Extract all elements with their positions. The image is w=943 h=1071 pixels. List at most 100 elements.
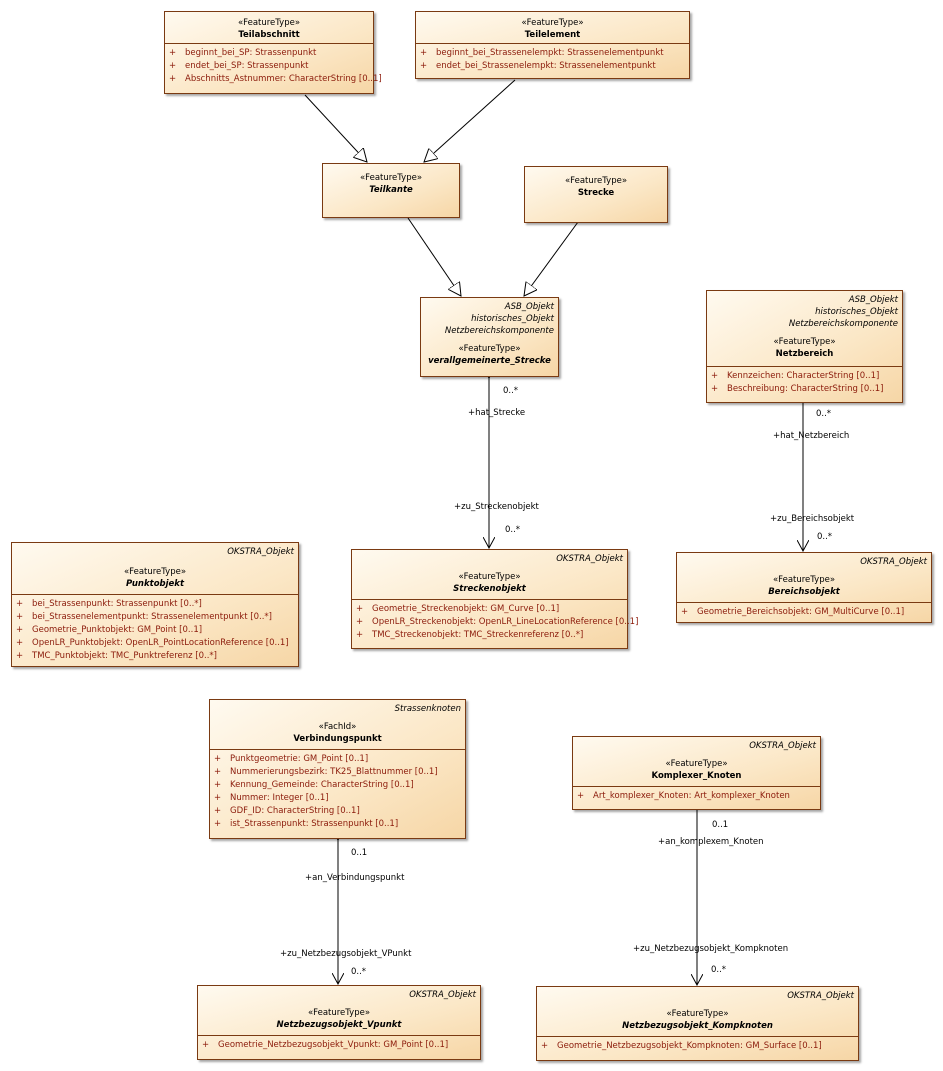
class-strecke[interactable]: «FeatureType» Strecke	[524, 166, 668, 223]
stereotype-label: «FeatureType»	[458, 572, 521, 582]
class-header: Strassenknoten «FachId» Verbindungspunkt	[210, 700, 465, 747]
class-verbindungspunkt[interactable]: Strassenknoten «FachId» Verbindungspunkt…	[209, 699, 466, 839]
class-verallgemeinerte-strecke[interactable]: ASB_Objekt historisches_Objekt Netzberei…	[420, 297, 559, 377]
class-teilkante[interactable]: «FeatureType» Teilkante	[322, 163, 460, 218]
generalization-teilabschnitt-teilkante	[304, 94, 367, 162]
tagged-value: Netzbereichskomponente	[788, 319, 898, 329]
generalization-teilelement-teilkante	[424, 79, 516, 162]
stereotype-label: «FeatureType»	[564, 176, 628, 186]
attribute-row: +Geometrie_Punktobjekt: GM_Point [0..1]	[16, 625, 203, 635]
attribute-list: +Geometrie_Netzbezugsobjekt_Vpunkt: GM_P…	[198, 1035, 480, 1056]
multiplicity-label: 0..*	[503, 386, 519, 396]
generalization-strecke-verallgemeinerte	[524, 221, 579, 296]
class-name: Teilelement	[524, 30, 581, 40]
class-name: Teilkante	[369, 185, 413, 195]
class-punktobjekt[interactable]: OKSTRA_Objekt «FeatureType» Punktobjekt …	[11, 542, 299, 667]
class-name: verallgemeinerte_Strecke	[428, 356, 551, 366]
class-header: OKSTRA_Objekt «FeatureType» Netzbezugsob…	[537, 987, 858, 1034]
class-netzbereich[interactable]: ASB_Objekt historisches_Objekt Netzberei…	[706, 290, 903, 403]
stereotype-label: «FeatureType»	[307, 1008, 371, 1018]
multiplicity-label: 0..1	[351, 848, 368, 858]
tagged-value: OKSTRA_Objekt	[227, 547, 294, 557]
class-header: «FeatureType» Teilkante	[323, 164, 459, 198]
attribute-list: +bei_Strassenpunkt: Strassenpunkt [0..*]…	[12, 594, 298, 667]
class-header: «FeatureType» Strecke	[525, 167, 667, 201]
tagged-value: Netzbereichskomponente	[444, 326, 554, 336]
class-header: OKSTRA_Objekt «FeatureType» Bereichsobje…	[677, 553, 931, 600]
attribute-row: +GDF_ID: CharacterString [0..1]	[214, 806, 360, 816]
attribute-row: +TMC_Punktobjekt: TMC_Punktreferenz [0..…	[16, 651, 217, 661]
tagged-value: OKSTRA_Objekt	[749, 741, 816, 751]
tagged-value: OKSTRA_Objekt	[787, 991, 854, 1001]
class-teilabschnitt[interactable]: «FeatureType» Teilabschnitt +beginnt_bei…	[164, 11, 382, 94]
attribute-row: +Punktgeometrie: GM_Point [0..1]	[214, 754, 369, 764]
attribute-row: +OpenLR_Punktobjekt: OpenLR_PointLocatio…	[16, 638, 289, 648]
class-komplexer-knoten[interactable]: OKSTRA_Objekt «FeatureType» Komplexer_Kn…	[572, 736, 821, 810]
attribute-row: +Art_komplexer_Knoten: Art_komplexer_Kno…	[577, 791, 790, 801]
tagged-value: ASB_Objekt	[848, 295, 898, 305]
stereotype-label: «FeatureType»	[665, 759, 728, 769]
attribute-row: +Geometrie_Bereichsobjekt: GM_MultiCurve…	[681, 607, 905, 617]
multiplicity-label: 0..*	[711, 965, 727, 975]
attribute-row: +TMC_Streckenobjekt: TMC_Streckenreferen…	[356, 630, 584, 640]
multiplicity-label: 0..1	[712, 820, 729, 830]
attribute-row: +ist_Strassenpunkt: Strassenpunkt [0..1]	[214, 819, 399, 829]
class-name: Netzbezugsobjekt_Vpunkt	[276, 1020, 402, 1030]
attribute-row: +Nummerierungsbezirk: TK25_Blattnummer […	[214, 767, 438, 777]
class-streckenobjekt[interactable]: OKSTRA_Objekt «FeatureType» Streckenobje…	[351, 549, 639, 649]
attribute-row: +Kennzeichen: CharacterString [0..1]	[711, 371, 880, 381]
stereotype-label: «FachId»	[318, 722, 357, 732]
class-header: «FeatureType» Teilabschnitt	[165, 12, 373, 43]
class-teilelement[interactable]: «FeatureType» Teilelement +beginnt_bei_S…	[415, 11, 690, 79]
attribute-list: +Art_komplexer_Knoten: Art_komplexer_Kno…	[573, 786, 820, 807]
stereotype-label: «FeatureType»	[359, 173, 423, 183]
class-header: ASB_Objekt historisches_Objekt Netzberei…	[421, 298, 558, 369]
attribute-row: +beginnt_bei_SP: Strassenpunkt	[169, 48, 317, 58]
attribute-row: +Nummer: Integer [0..1]	[214, 793, 329, 803]
attribute-row: +endet_bei_SP: Strassenpunkt	[169, 61, 309, 71]
tagged-value: OKSTRA_Objekt	[409, 990, 476, 1000]
stereotype-label: «FeatureType»	[123, 567, 187, 577]
class-netzbezugsobjekt-kompknoten[interactable]: OKSTRA_Objekt «FeatureType» Netzbezugsob…	[536, 986, 859, 1061]
multiplicity-label: 0..*	[505, 525, 521, 535]
class-netzbezugsobjekt-vpunkt[interactable]: OKSTRA_Objekt «FeatureType» Netzbezugsob…	[197, 985, 481, 1060]
role-label: +zu_Netzbezugsobjekt_Kompknoten	[633, 944, 789, 954]
class-name: Netzbereich	[775, 349, 834, 359]
tagged-value: Strassenknoten	[394, 704, 461, 714]
attribute-row: +Geometrie_Netzbezugsobjekt_Kompknoten: …	[541, 1041, 822, 1051]
stereotype-label: «FeatureType»	[772, 575, 836, 585]
attribute-row: +endet_bei_Strassenelempkt: Strassenelem…	[420, 61, 656, 71]
stereotype-label: «FeatureType»	[666, 1009, 729, 1019]
class-name: Teilabschnitt	[238, 30, 300, 40]
multiplicity-label: 0..*	[816, 409, 832, 419]
role-label: +zu_Streckenobjekt	[454, 502, 539, 512]
role-label: +an_Verbindungspunkt	[305, 873, 405, 883]
attribute-list: +Punktgeometrie: GM_Point [0..1] +Nummer…	[210, 749, 465, 835]
class-name: Netzbezugsobjekt_Kompknoten	[622, 1021, 773, 1031]
stereotype-label: «FeatureType»	[237, 18, 301, 28]
class-header: OKSTRA_Objekt «FeatureType» Streckenobje…	[352, 550, 627, 597]
tagged-value: OKSTRA_Objekt	[556, 554, 623, 564]
generalization-teilkante-verallgemeinerte	[407, 217, 461, 296]
class-name: Streckenobjekt	[453, 584, 526, 594]
role-label: +hat_Strecke	[468, 408, 526, 418]
attribute-row: +OpenLR_Streckenobjekt: OpenLR_LineLocat…	[356, 617, 639, 627]
multiplicity-label: 0..*	[351, 967, 367, 977]
class-bereichsobjekt[interactable]: OKSTRA_Objekt «FeatureType» Bereichsobje…	[676, 552, 932, 623]
attribute-list: +Geometrie_Streckenobjekt: GM_Curve [0..…	[352, 599, 639, 646]
attribute-row: +bei_Strassenelementpunkt: Strasseneleme…	[16, 612, 272, 622]
attribute-list: +beginnt_bei_SP: Strassenpunkt +endet_be…	[165, 43, 382, 90]
attribute-list: +beginnt_bei_Strassenelempkt: Strassenel…	[416, 43, 689, 77]
class-header: OKSTRA_Objekt «FeatureType» Punktobjekt	[12, 543, 298, 592]
class-name: Bereichsobjekt	[768, 587, 840, 597]
attribute-row: +bei_Strassenpunkt: Strassenpunkt [0..*]	[16, 599, 202, 609]
class-name: Punktobjekt	[125, 579, 185, 589]
attribute-row: +beginnt_bei_Strassenelempkt: Strassenel…	[420, 48, 664, 58]
class-name: Komplexer_Knoten	[651, 771, 742, 781]
role-label: +zu_Bereichsobjekt	[770, 514, 855, 524]
attribute-row: +Kennung_Gemeinde: CharacterString [0..1…	[214, 780, 414, 790]
tagged-value: historisches_Objekt	[815, 307, 898, 317]
class-header: OKSTRA_Objekt «FeatureType» Netzbezugsob…	[198, 986, 480, 1033]
class-header: OKSTRA_Objekt «FeatureType» Komplexer_Kn…	[573, 737, 820, 784]
